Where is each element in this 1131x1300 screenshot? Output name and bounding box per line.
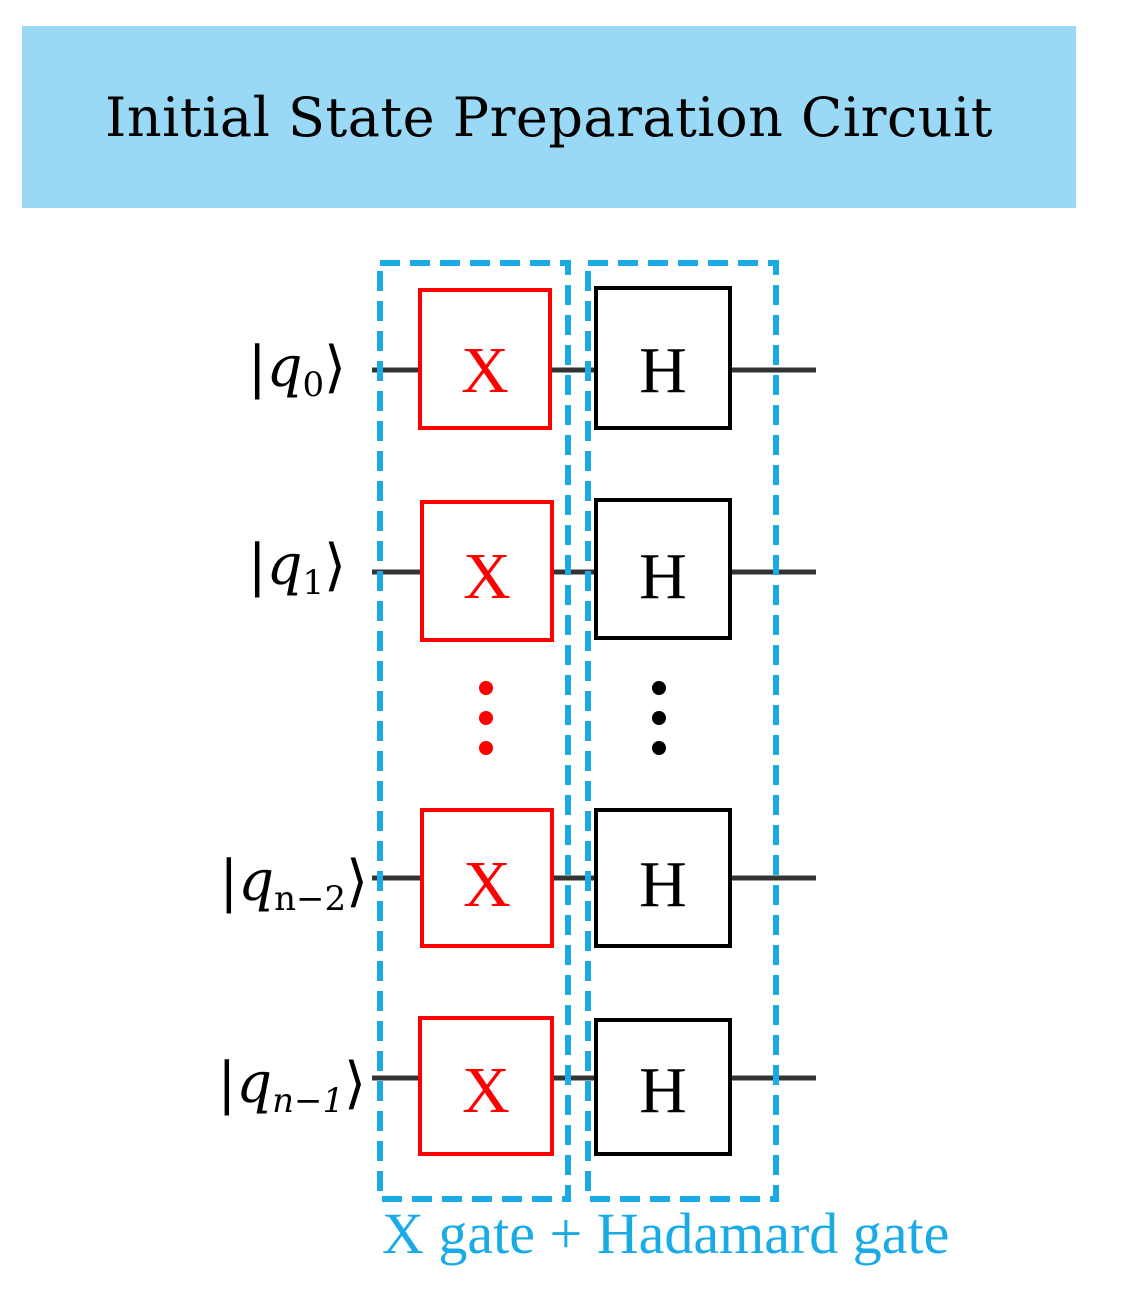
h-gate: H [594, 1018, 732, 1156]
qubit-label-q1: |q1⟩ [248, 533, 346, 603]
x-gate-column: X X X X [418, 288, 554, 1156]
h-gate-label: H [639, 1054, 687, 1127]
x-gate: X [420, 500, 554, 642]
h-gate-group-box [585, 260, 779, 1202]
x-gate-label: X [462, 1054, 510, 1127]
h-gate-label: H [639, 334, 687, 407]
vertical-ellipsis-icon [652, 681, 666, 755]
caption-x-gate: X gate [382, 1201, 535, 1266]
h-gate: H [594, 498, 732, 640]
qubit-label-q0: |q0⟩ [248, 335, 346, 405]
x-gate-label: X [463, 848, 511, 921]
h-gate: H [594, 808, 732, 948]
title-banner: Initial State Preparation Circuit [22, 26, 1076, 208]
page-title: Initial State Preparation Circuit [105, 85, 993, 149]
qubit-wires [372, 367, 816, 1081]
x-gate: X [420, 808, 554, 948]
h-gate-label: H [639, 848, 687, 921]
qubit-label-qn-1: |qn−1⟩ [217, 1051, 366, 1121]
h-gate: H [594, 286, 732, 430]
x-gate-label: X [463, 540, 511, 613]
vertical-ellipsis-icon [479, 681, 493, 755]
h-gate-label: H [639, 540, 687, 613]
caption-hadamard-gate: Hadamard gate [596, 1201, 950, 1266]
qubit-labels: |q0⟩ |q1⟩ |qn−2⟩ |qn−1⟩ [217, 335, 368, 1121]
h-gate-column: H H H H [594, 286, 732, 1156]
qubit-label-qn-2: |qn−2⟩ [219, 849, 368, 919]
caption-plus: + [549, 1201, 583, 1266]
x-gate: X [418, 1016, 554, 1156]
x-gate-label: X [461, 334, 509, 407]
x-gate: X [418, 288, 552, 430]
x-gate-group-box [377, 260, 571, 1202]
gate-caption: X gate + Hadamard gate [382, 1200, 949, 1267]
